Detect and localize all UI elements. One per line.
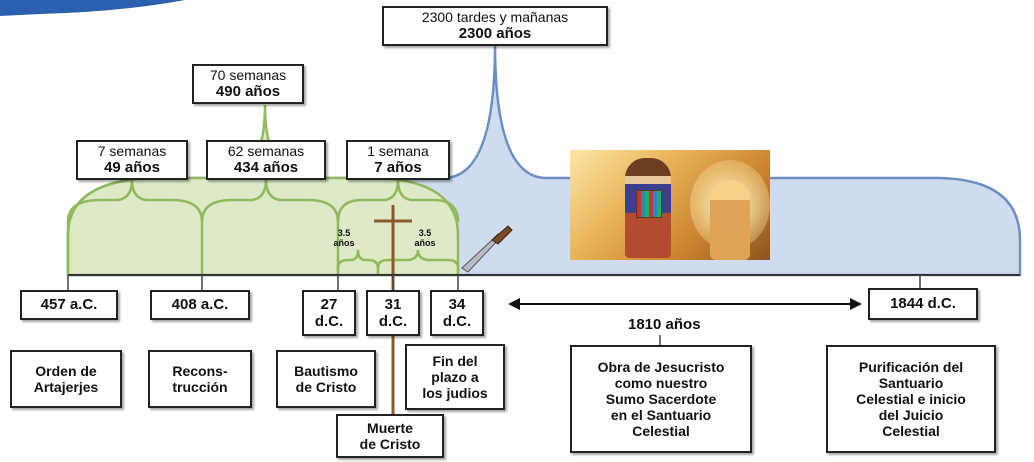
period-2300-years: 2300 años [458,25,532,43]
angel-figure [710,180,750,260]
breastplate [636,190,662,218]
period-62-label: 62 semanas [227,143,305,160]
date-box-408: 408 a.C. [150,290,250,320]
span-label-1810: 1810 años [628,316,701,333]
period-1-years: 7 años [374,159,422,177]
bracket-half-week-right [376,249,460,275]
period-2300-label: 2300 tardes y mañanas [421,9,569,26]
span-arrow-1810 [508,298,862,310]
period-70-years: 490 años [215,83,281,101]
bracket-490 [66,104,460,277]
bracket-7-weeks [66,179,204,275]
period-1-label: 1 semana [367,143,429,160]
bracket-62-weeks [200,179,340,275]
period-box-2300: 2300 tardes y mañanas 2300 años [382,6,608,46]
bracket-1-week [336,179,460,223]
high-priest-picture [570,150,770,260]
corner-accent [0,0,185,16]
period-box-62-weeks: 62 semanas 434 años [206,140,326,180]
date-box-1844: 1844 d.C. [868,288,978,320]
period-box-7-weeks: 7 semanas 49 años [76,140,188,180]
knife-icon [461,225,513,273]
period-7-years: 49 años [104,159,160,177]
period-box-70-weeks: 70 semanas 490 años [192,64,304,104]
bracket-half-week-left [336,249,380,275]
period-box-1-week: 1 semana 7 años [346,140,450,180]
period-62-years: 434 años [233,159,299,177]
period-7-label: 7 semanas [97,143,167,160]
period-70-label: 70 semanas [209,67,287,84]
date-box-457: 457 a.C. [20,290,118,320]
event-reconstruccion: Recons-trucción [148,350,252,408]
